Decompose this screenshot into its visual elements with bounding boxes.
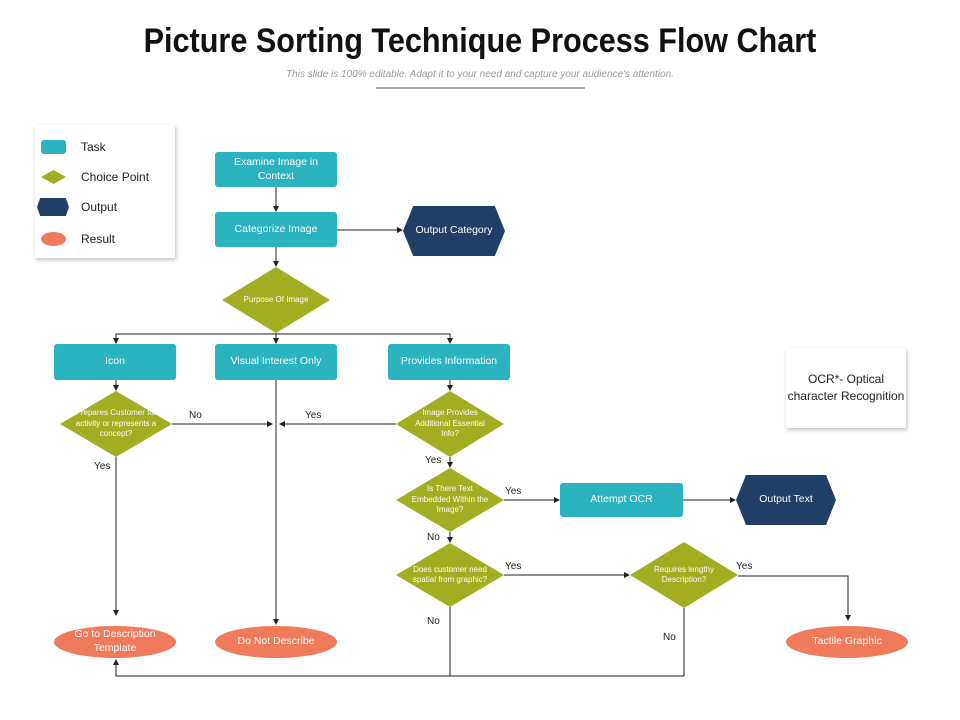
legend-result-swatch (41, 232, 66, 246)
legend-choice-label: Choice Point (81, 170, 150, 184)
legend-choice-swatch (41, 170, 66, 184)
edge-label: Yes (425, 455, 442, 466)
legend-result-label: Result (81, 232, 116, 246)
edge-label: No (427, 532, 440, 543)
edge-label: Yes (94, 461, 111, 472)
node-tactile-graphic: Tactile Graphic (786, 626, 908, 658)
subtitle: This slide is 100% editable. Adapt it to… (286, 69, 674, 80)
node-output-category: Output Category (403, 206, 505, 256)
edge-label: Yes (505, 561, 522, 572)
edge-label: No (663, 632, 676, 643)
edge-label: Yes (505, 486, 522, 497)
node-attempt-ocr: Attempt OCR (560, 483, 683, 517)
node-examine-image: Examine Image in Context (215, 152, 337, 187)
edge-purpose-branches (115, 333, 451, 343)
edge-label: Yes (736, 561, 753, 572)
node-output-text: Output Text (736, 475, 836, 525)
node-do-not-describe: Do Not Describe (215, 626, 337, 658)
legend: Task Choice Point Output Result (35, 125, 175, 258)
page-title: Picture Sorting Technique Process Flow C… (143, 22, 817, 60)
node-categorize-image: Categorize Image (215, 212, 337, 247)
node-go-to-description: Go to Description Template (54, 626, 176, 658)
legend-task-swatch (41, 140, 66, 154)
node-visual-interest: Visual Interest Only (215, 344, 337, 380)
legend-output-swatch (37, 198, 69, 216)
title-divider (376, 87, 585, 89)
edge-label: Yes (305, 410, 322, 421)
node-provides-information: Provides Information (388, 344, 510, 380)
ocr-note: OCR*- Optical character Recognition (786, 348, 906, 428)
legend-output-label: Output (81, 200, 118, 214)
edge-return-to-desc (113, 659, 684, 677)
legend-task-label: Task (81, 140, 106, 154)
edge-label: No (427, 616, 440, 627)
edge-label: No (189, 410, 202, 421)
edge-lengthy-tactile (738, 575, 851, 621)
node-icon: Icon (54, 344, 176, 380)
